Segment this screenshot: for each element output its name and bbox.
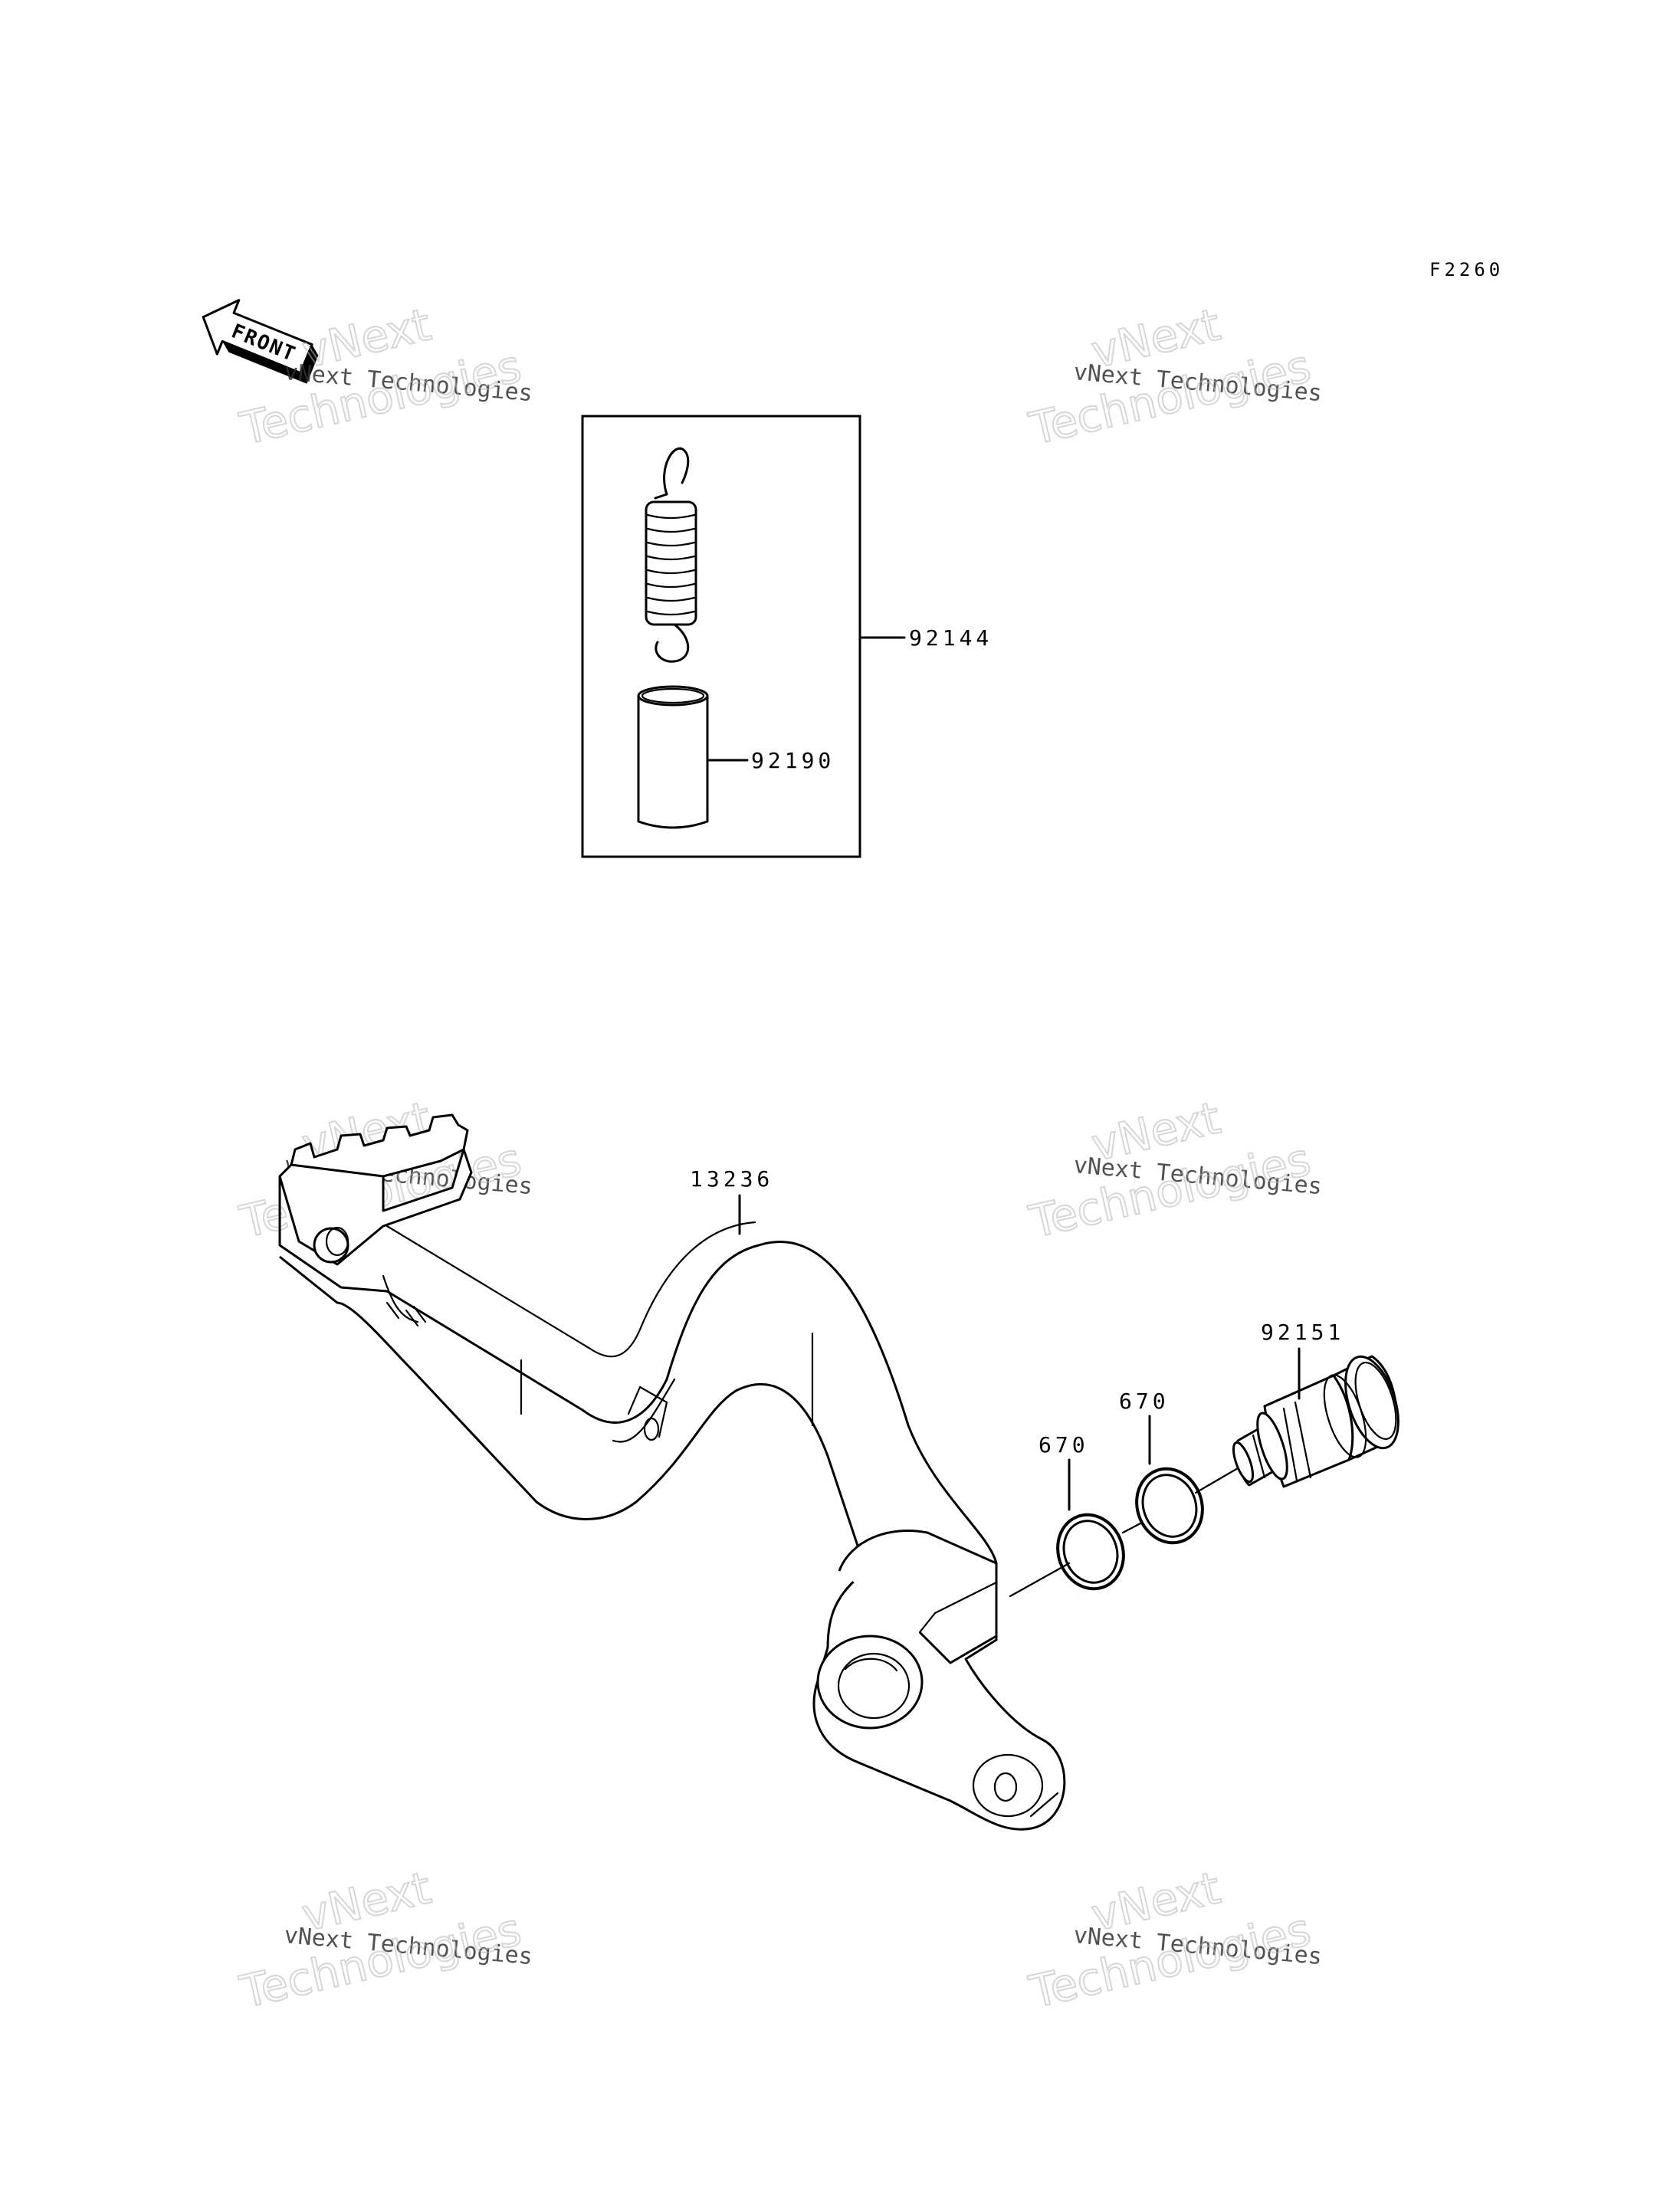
axis-line xyxy=(1009,1562,1071,1598)
watermark-bottom-right: vNext vNext Technologies Technologies xyxy=(1024,1861,1323,2019)
brake-pedal-icon xyxy=(278,1113,1066,1831)
axis-line xyxy=(1121,1522,1142,1534)
watermark-top-right: vNext vNext Technologies Technologies xyxy=(1024,297,1323,456)
part-label-92144: 92144 xyxy=(909,625,993,651)
watermark-bottom-left: vNext vNext Technologies Technologies xyxy=(235,1861,533,2019)
pivot-bolt-icon xyxy=(1232,1355,1399,1488)
part-label-13236: 13236 xyxy=(690,1166,773,1192)
kit-box xyxy=(581,415,861,858)
o-ring-left-icon xyxy=(1056,1513,1125,1591)
watermark-middle-right: vNext vNext Technologies Technologies xyxy=(1024,1090,1323,1249)
figure-reference: F2260 xyxy=(1429,259,1504,280)
spring-kit-group: 92144 92190 xyxy=(581,415,993,858)
spring-icon xyxy=(645,447,697,663)
part-label-670-right: 670 xyxy=(1119,1389,1170,1414)
part-label-92190: 92190 xyxy=(751,748,835,773)
o-ring-right-icon xyxy=(1135,1467,1204,1545)
axis-line xyxy=(1194,1467,1239,1494)
part-label-92151: 92151 xyxy=(1261,1320,1344,1345)
part-label-670-left: 670 xyxy=(1039,1432,1089,1458)
collar-icon xyxy=(637,685,709,829)
watermark-top-left: vNext vNext Technologies Technologies xyxy=(235,297,533,456)
